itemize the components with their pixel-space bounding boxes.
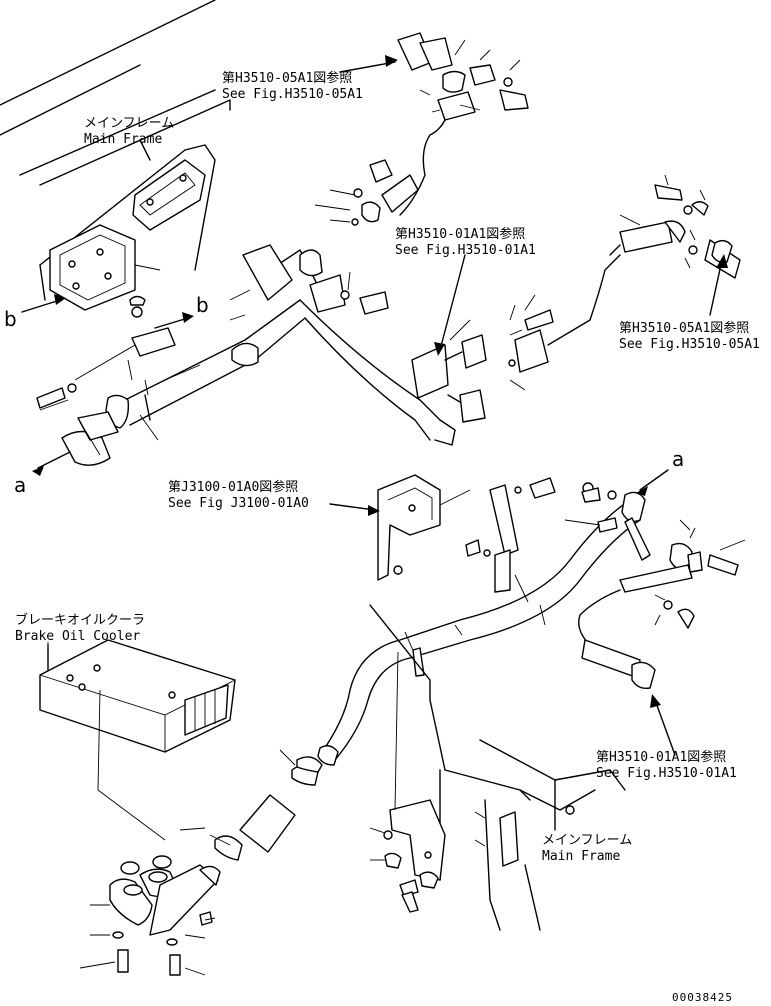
support-bracket	[377, 474, 556, 593]
lower-right-ref-jp: 第H3510-01A1図参照	[596, 750, 727, 765]
lower-pipe-pieces	[179, 749, 323, 861]
top-hose-ref-en: See Fig.H3510-05A1	[222, 87, 363, 102]
upper-pipe-assembly	[36, 244, 441, 466]
center-hose-ref-jp: 第H3510-01A1図参照	[395, 227, 526, 242]
bracket-ref-jp: 第J3100-01A0図参照	[168, 480, 299, 495]
main-frame-upper	[0, 0, 231, 311]
main-frame-bottom-en: Main Frame	[542, 849, 621, 864]
view-marker-a-left: a	[14, 473, 27, 497]
brake-oil-cooler-unit	[39, 639, 236, 841]
brake-oil-cooler-en: Brake Oil Cooler	[15, 629, 141, 644]
bracket-ref-en: See Fig J3100-01A0	[168, 496, 309, 511]
fitting-cluster-center	[314, 159, 419, 315]
main-frame-top-en: Main Frame	[84, 132, 163, 147]
top-hose-ref-jp: 第H3510-05A1図参照	[222, 71, 353, 86]
leader-lines	[21, 55, 728, 756]
main-frame-lower	[369, 604, 626, 931]
center-hose-ref-en: See Fig.H3510-01A1	[395, 243, 536, 258]
view-marker-b-right: b	[196, 293, 209, 317]
view-marker-b-left: b	[4, 307, 17, 331]
upper-hose-top	[397, 32, 529, 216]
lower-right-ref-en: See Fig.H3510-01A1	[596, 766, 737, 781]
view-marker-a-right: a	[672, 447, 685, 471]
lower-main-pipe	[317, 491, 646, 766]
right-clamp-assembly	[578, 482, 746, 690]
brake-oil-cooler-jp: ブレーキオイルクーラ	[15, 613, 146, 628]
drawing-number: 00038425	[672, 991, 733, 1004]
mid-hose-block	[411, 254, 621, 446]
right-hose-ref-en: See Fig.H3510-05A1	[619, 337, 760, 352]
main-frame-top-jp: メインフレーム	[84, 116, 175, 131]
right-hose	[609, 174, 741, 279]
lower-left-fittings	[79, 855, 221, 976]
main-frame-bottom-jp: メインフレーム	[542, 833, 633, 848]
right-hose-ref-jp: 第H3510-05A1図参照	[619, 321, 750, 336]
